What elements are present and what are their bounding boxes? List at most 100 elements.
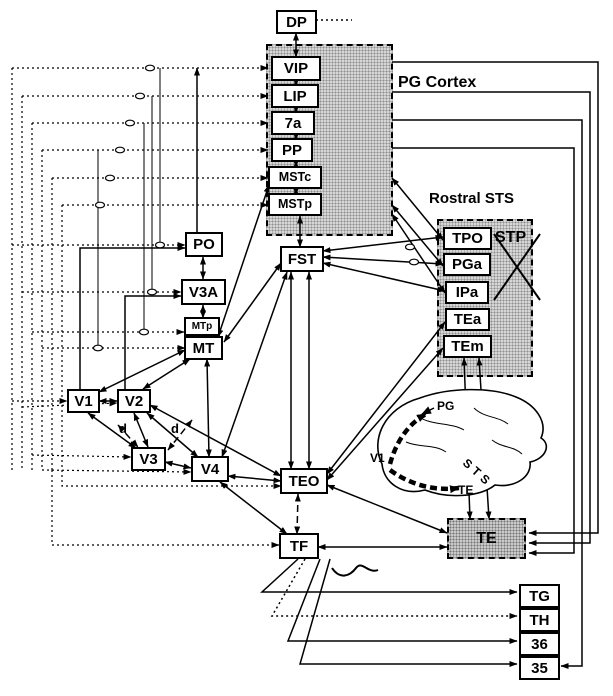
node-te: TE: [447, 518, 526, 559]
node-mtp: MTp: [184, 317, 220, 336]
node-label: V1: [74, 392, 93, 410]
brain-label-pg: PG: [437, 399, 454, 413]
connection-line: [219, 481, 288, 535]
connection-line: [322, 261, 446, 293]
node-label: MT: [192, 339, 215, 357]
connection-line: [392, 61, 599, 536]
node-label: 35: [531, 659, 548, 677]
node-label: PP: [281, 141, 302, 159]
connection-line: [51, 470, 280, 548]
node-label: 7a: [284, 114, 302, 132]
node-pp: PP: [271, 138, 313, 162]
relay-bead: [144, 64, 156, 72]
node-label: PGa: [451, 256, 482, 273]
node-tpo: TPO: [443, 227, 492, 250]
node-label: MTp: [191, 320, 213, 332]
node-label: TEa: [453, 311, 482, 328]
connection-line: [299, 558, 518, 667]
relay-bead: [134, 92, 146, 100]
node-mstc: MSTc: [268, 166, 322, 189]
node-label: TPO: [452, 230, 483, 247]
node-v2: V2: [117, 389, 151, 413]
connection-line: [392, 119, 583, 669]
relay-bead: [124, 119, 136, 127]
node-fst: FST: [280, 246, 324, 272]
node-label: TEm: [451, 338, 484, 355]
connection-line: [493, 233, 541, 301]
node-label: DP: [286, 13, 307, 31]
connection-line: [331, 564, 379, 577]
connection-line: [98, 349, 186, 393]
stp-label: STP: [495, 229, 527, 246]
relay-bead: [408, 258, 420, 266]
node-pga: PGa: [443, 253, 491, 276]
node-mstp: MSTp: [268, 193, 322, 216]
relay-bead: [114, 146, 126, 154]
dorsal-d-annotation-2: d: [171, 421, 179, 436]
connection-line: [31, 453, 132, 460]
node-label: VIP: [283, 60, 309, 77]
node-tg: TG: [519, 584, 560, 608]
brain-label-v1: V1: [370, 451, 385, 465]
node-36: 36: [519, 632, 560, 656]
node-v1: V1: [67, 389, 100, 413]
relay-bead: [94, 201, 106, 209]
node-tf: TF: [279, 533, 319, 559]
node-po: PO: [185, 232, 223, 257]
node-th: TH: [519, 608, 560, 632]
connection-line: [41, 468, 192, 475]
node-label: V2: [124, 392, 144, 410]
relay-bead: [146, 288, 158, 296]
node-label: FST: [287, 250, 317, 268]
relay-bead: [92, 344, 104, 352]
relay-bead: [138, 328, 150, 336]
connection-line: [270, 558, 518, 619]
node-label: IPa: [455, 284, 479, 301]
connection-line: [294, 493, 301, 535]
node-label: TH: [529, 611, 550, 629]
connection-line: [79, 245, 186, 389]
connection-line: [87, 412, 137, 449]
connection-line: [223, 262, 282, 343]
connection-line: [392, 91, 591, 546]
node-7a: 7a: [271, 111, 315, 135]
dorsal-d-annotation-1: d: [119, 421, 127, 436]
rostral-sts-label: Rostral STS: [429, 190, 515, 207]
connection-line: [391, 213, 446, 294]
brain-label-te: TE: [458, 483, 473, 497]
connection-line: [286, 558, 518, 644]
node-label: V3: [139, 450, 158, 468]
node-tea: TEa: [445, 308, 490, 331]
node-ipa: IPa: [445, 281, 489, 304]
connection-line: [21, 400, 118, 408]
node-label: LIP: [283, 87, 307, 105]
connection-line: [61, 470, 282, 489]
connection-line: [149, 404, 282, 477]
node-label: MSTp: [277, 197, 313, 212]
connection-line: [117, 424, 139, 448]
node-teo: TEO: [280, 468, 328, 494]
node-v3: V3: [131, 447, 166, 471]
connection-line: [391, 177, 444, 241]
node-v3a: V3A: [181, 279, 226, 305]
connection-line: [164, 460, 192, 470]
connection-line: [227, 473, 282, 484]
relay-bead: [104, 174, 116, 182]
pg-cortex-label: PG Cortex: [398, 74, 477, 91]
node-label: TG: [529, 587, 550, 605]
node-vip: VIP: [271, 56, 321, 81]
node-label: 36: [531, 635, 548, 653]
node-lip: LIP: [271, 84, 319, 108]
connection-line: [392, 147, 575, 556]
node-label: V4: [200, 460, 220, 478]
connection-line: [204, 358, 212, 458]
connection-line: [326, 347, 444, 481]
node-tem: TEm: [443, 335, 492, 358]
node-label: TE: [476, 529, 497, 547]
connection-line: [326, 484, 448, 534]
node-label: V3A: [188, 283, 219, 301]
connection-line: [217, 184, 270, 338]
node-35: 35: [519, 656, 560, 680]
